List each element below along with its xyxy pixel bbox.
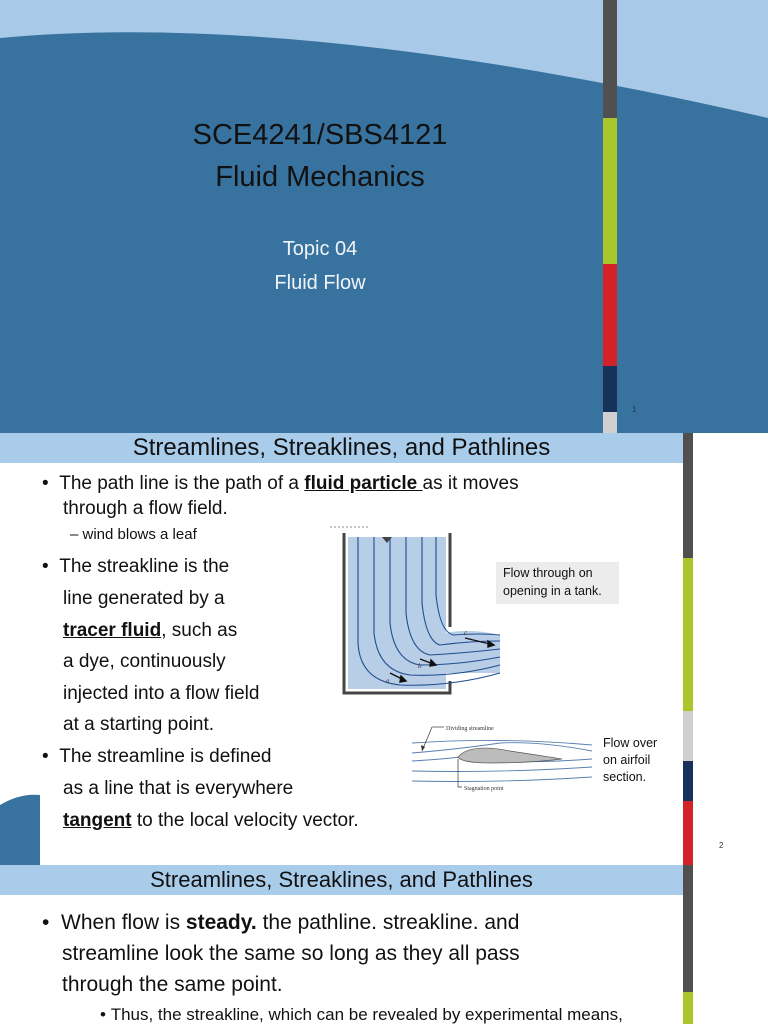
page-number-2: 2 — [719, 841, 724, 850]
airfoil-caption-line3: section. — [603, 770, 647, 784]
accent-bar-green — [683, 992, 693, 1024]
streamlines-slide: Streamlines, Streaklines, and Pathlines … — [0, 433, 768, 865]
accent-bar-light — [683, 711, 693, 761]
streamlines-slide-3: Streamlines, Streaklines, and Pathlines … — [0, 865, 768, 1024]
accent-bar-light — [603, 412, 617, 433]
bullet-streamline: • The streamline is defined — [42, 746, 272, 767]
topic-title: Fluid Flow — [274, 272, 366, 294]
course-title: Fluid Mechanics — [215, 161, 425, 193]
slide3-title: Streamlines, Streaklines, and Pathlines — [0, 865, 683, 895]
accent-bar-navy — [603, 366, 617, 412]
bullet-steady: • When flow is steady. the pathline. str… — [42, 911, 520, 934]
title-slide: SCE4241/SBS4121 Fluid Mechanics Topic 04… — [0, 0, 768, 433]
accent-bar-green — [603, 118, 617, 264]
streakline-line5: injected into a flow field — [63, 683, 260, 704]
accent-bar-gray — [683, 865, 693, 992]
accent-bar-red — [683, 801, 693, 865]
stagnation-point-label: Stagnation point — [464, 786, 504, 792]
dividing-streamline-label: Dividing streamline — [446, 726, 494, 732]
bullet-steady-line2: streamline look the same so long as they… — [62, 942, 520, 965]
sub-bullet-streakline: • Thus, the streakline, which can be rev… — [100, 1005, 623, 1024]
accent-bar-gray — [603, 0, 617, 118]
accent-bar-red — [603, 264, 617, 366]
page-number: 1 — [632, 405, 637, 414]
sub-bullet-leaf: – wind blows a leaf — [70, 526, 197, 543]
tank-caption-box — [496, 562, 619, 604]
topic-number: Topic 04 — [282, 238, 358, 260]
course-code: SCE4241/SBS4121 — [192, 119, 448, 151]
airfoil-caption-line1: Flow over — [603, 736, 658, 750]
bullet-pathline-line2: through a flow field. — [63, 498, 228, 519]
accent-bar-navy — [683, 761, 693, 801]
bullet-streakline: • The streakline is the — [42, 556, 230, 577]
streamline-line2: as a line that is everywhere — [63, 778, 294, 799]
streakline-line6: at a starting point. — [63, 714, 215, 735]
tank-caption-line2: opening in a tank. — [503, 584, 602, 598]
particle-label-c: c — [464, 629, 468, 637]
bullet-steady-line3: through the same point. — [62, 973, 283, 996]
title-slide-background — [0, 0, 768, 433]
particle-label-b: b — [418, 662, 422, 670]
particle-label-a: a — [386, 677, 390, 685]
slide2-title: Streamlines, Streaklines, and Pathlines — [0, 433, 683, 463]
airfoil-caption-line2: on airfoil — [603, 753, 651, 767]
airfoil-figure: Dividing streamline Stagnation point — [411, 726, 593, 792]
streamline-line3: tangent to the local velocity vector. — [63, 810, 359, 831]
accent-bar-green — [683, 558, 693, 711]
tank-flow-figure: a b c — [330, 526, 501, 695]
streakline-line3: tracer fluid, such as — [63, 620, 238, 641]
bullet-pathline: • The path line is the path of a fluid p… — [42, 473, 519, 494]
streakline-line2: line generated by a — [63, 588, 225, 609]
accent-bar-gray — [683, 433, 693, 558]
tank-caption-line1: Flow through on — [503, 566, 593, 580]
streakline-line4: a dye, continuously — [63, 651, 226, 672]
